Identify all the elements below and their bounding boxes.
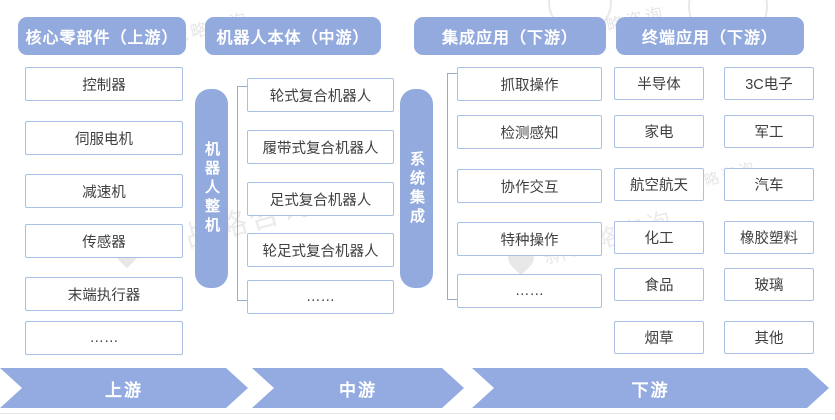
header-core-components: 核心零部件（上游） — [18, 17, 186, 55]
item-box-chemical: 化工 — [614, 221, 704, 254]
item-box-special-operation: 特种操作 — [457, 222, 602, 256]
item-box-reducer: 减速机 — [25, 174, 183, 208]
item-box-3c-electronics: 3C电子 — [724, 67, 814, 100]
bottom-divider — [0, 413, 835, 414]
item-box-rubber-plastics: 橡胶塑料 — [724, 221, 814, 254]
header-integrated-applications: 集成应用（下游） — [414, 17, 606, 55]
side-label-system-integration: 系统集成 — [400, 89, 433, 288]
bracket-robot-body — [237, 86, 248, 301]
side-label-robot-complete-machine: 机器人整机 — [195, 89, 228, 288]
item-box-other: 其他 — [724, 321, 814, 354]
item-box-ellipsis: …… — [457, 274, 602, 308]
item-box-tracked-robot: 履带式复合机器人 — [247, 130, 394, 164]
item-box-automotive: 汽车 — [724, 168, 814, 201]
item-box-ellipsis: …… — [25, 321, 183, 355]
item-box-tobacco: 烟草 — [614, 321, 704, 354]
item-box-semiconductor: 半导体 — [614, 67, 704, 100]
header-robot-body: 机器人本体（中游） — [205, 17, 381, 55]
header-terminal-applications: 终端应用（下游） — [616, 17, 804, 55]
item-box-wheel-leg-robot: 轮足式复合机器人 — [247, 233, 394, 267]
item-box-legged-robot: 足式复合机器人 — [247, 182, 394, 216]
item-box-grasp-operation: 抓取操作 — [457, 67, 602, 101]
item-box-food: 食品 — [614, 268, 704, 301]
item-box-collaborative-interaction: 协作交互 — [457, 169, 602, 203]
item-box-military: 军工 — [724, 115, 814, 148]
item-box-ellipsis: …… — [247, 280, 394, 314]
item-box-sensor: 传感器 — [25, 224, 183, 258]
stage-arrow-downstream: 下游 — [472, 368, 829, 408]
item-box-detection-perception: 检测感知 — [457, 115, 602, 149]
item-box-controller: 控制器 — [25, 67, 183, 101]
item-box-servo-motor: 伺服电机 — [25, 121, 183, 155]
item-box-glass: 玻璃 — [724, 268, 814, 301]
stage-arrow-upstream: 上游 — [0, 368, 248, 408]
item-box-home-appliance: 家电 — [614, 115, 704, 148]
stage-arrow-midstream: 中游 — [252, 368, 464, 408]
bracket-system-integration — [447, 73, 458, 300]
item-box-wheeled-robot: 轮式复合机器人 — [247, 78, 394, 112]
item-box-end-effector: 末端执行器 — [25, 277, 183, 311]
item-box-aerospace: 航空航天 — [614, 168, 704, 201]
